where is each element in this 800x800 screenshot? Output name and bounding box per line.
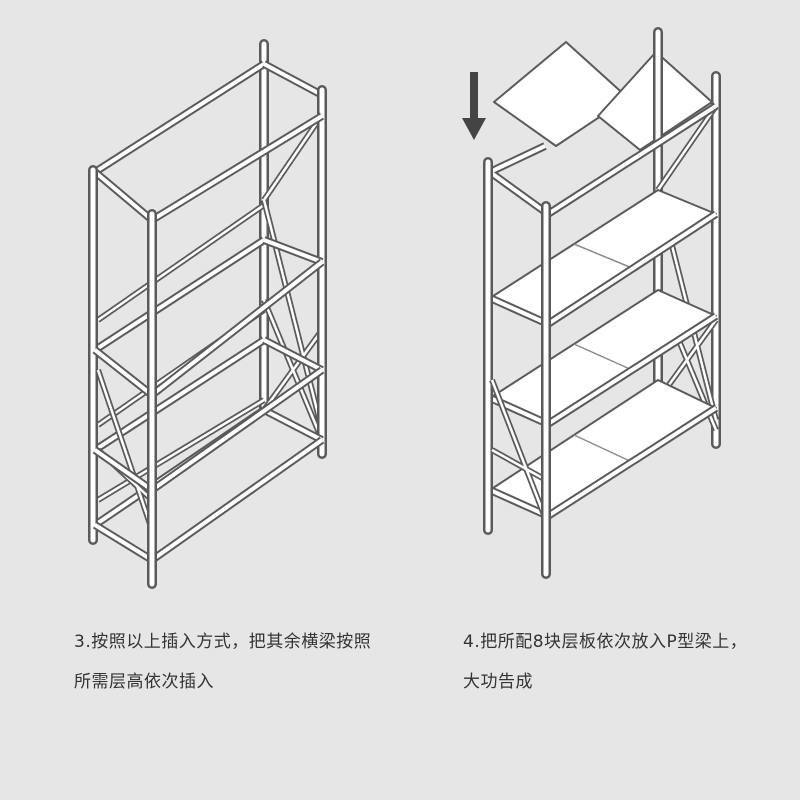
shelf-frame-with-beams	[88, 39, 327, 589]
back-beams	[92, 60, 267, 529]
front-beams	[149, 112, 325, 564]
side-connectors	[92, 236, 324, 564]
step-3-caption: 3.按照以上插入方式，把其余横梁按照 所需层高依次插入	[74, 622, 371, 702]
shelf-frame-with-boards	[462, 27, 721, 579]
step-4-caption-line-1: 4.把所配8块层板依次放入P型梁上，	[463, 632, 748, 652]
step-3-caption-line-2: 所需层高依次插入	[74, 672, 214, 692]
step-3-caption-line-1: 3.按照以上插入方式，把其余横梁按照	[74, 632, 372, 652]
step-4-caption: 4.把所配8块层板依次放入P型梁上， 大功告成	[463, 622, 747, 702]
step-4-caption-line-2: 大功告成	[463, 672, 533, 692]
left-lower-brace	[489, 378, 549, 522]
top-frame-rails	[487, 102, 719, 218]
front-beams	[488, 210, 719, 520]
down-arrow-icon	[462, 72, 486, 140]
right-side-bracing	[655, 104, 719, 432]
right-side-bracing	[261, 113, 325, 442]
top-side-connectors	[92, 60, 324, 224]
